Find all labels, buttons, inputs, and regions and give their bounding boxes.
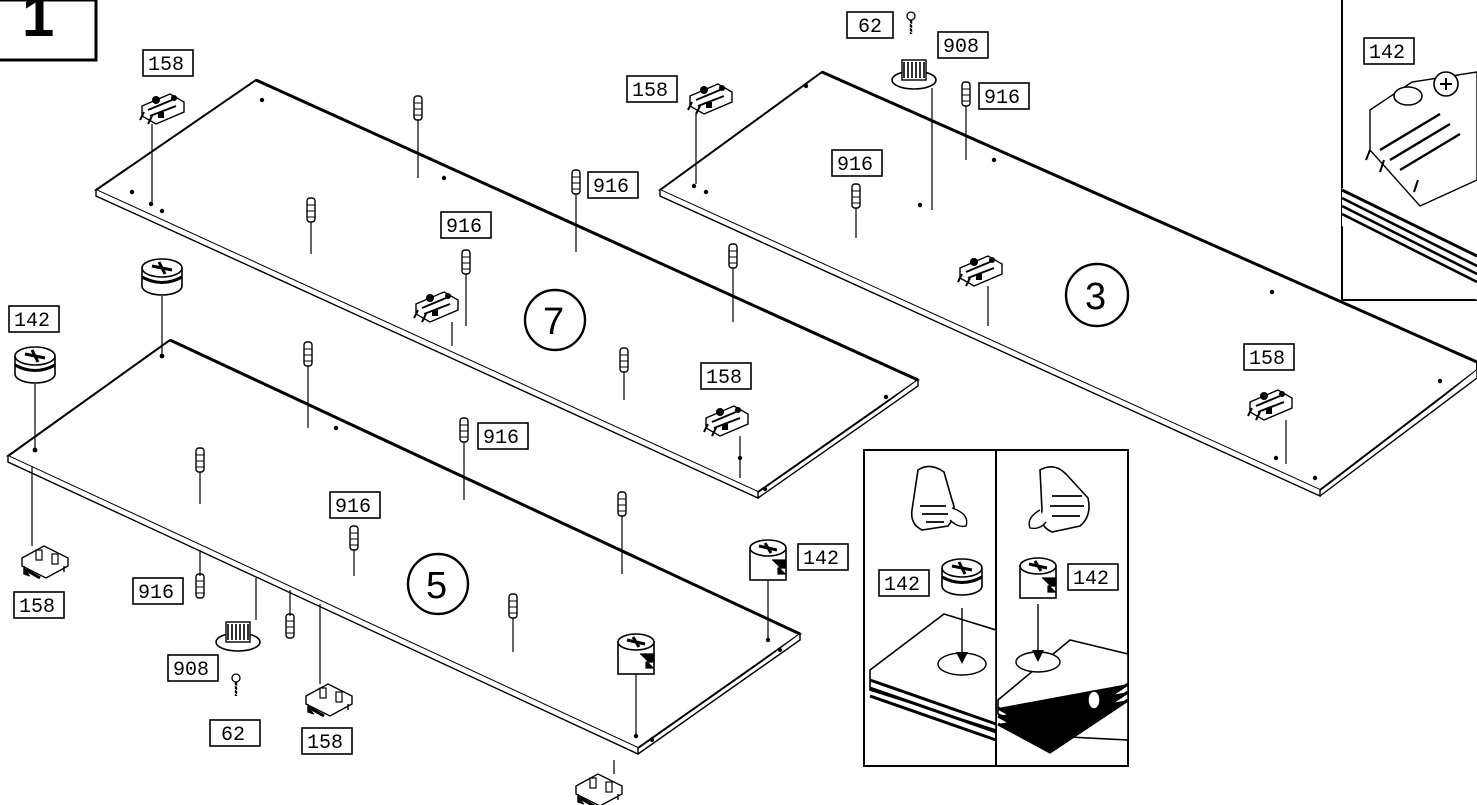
step-number: 1 <box>22 0 54 49</box>
svg-text:158: 158 <box>307 732 343 755</box>
dowel-icon <box>728 243 738 269</box>
part-label-916: 916 <box>440 211 492 239</box>
svg-text:158: 158 <box>148 54 184 77</box>
dowel-icon <box>195 447 205 473</box>
cam-lock-icon <box>1018 556 1058 600</box>
svg-text:158: 158 <box>1249 348 1285 371</box>
dowel-icon <box>619 347 629 373</box>
instruction-left-label: 142 <box>884 574 920 597</box>
part-label-158: 158 <box>700 362 752 390</box>
part-label-916: 916 <box>477 422 529 450</box>
part-label-916: 916 <box>831 149 883 177</box>
detail-inset-label: 142 <box>1369 42 1405 65</box>
part-label-916: 916 <box>132 577 184 605</box>
svg-text:908: 908 <box>943 36 979 59</box>
svg-text:62: 62 <box>858 16 882 39</box>
instruction-step-insert: 142 <box>869 465 997 742</box>
dowel-icon <box>306 197 316 223</box>
dowel-icon <box>349 525 359 551</box>
foot-glide-icon <box>891 59 937 90</box>
dowel-icon <box>195 573 205 599</box>
part-label-908: 908 <box>167 654 219 682</box>
panel-label-3: 3 <box>1085 276 1106 318</box>
dowel-icon <box>303 341 313 367</box>
cam-lock-icon <box>940 557 984 597</box>
hinge-plate-icon <box>139 93 185 125</box>
svg-text:916: 916 <box>446 216 482 239</box>
hinge-plate-icon <box>20 544 70 580</box>
hinge-plate-icon <box>574 772 624 805</box>
cam-lock-icon <box>616 632 656 676</box>
dowel-icon <box>413 95 423 121</box>
svg-text:916: 916 <box>593 176 629 199</box>
dowel-icon <box>459 417 469 443</box>
part-label-158: 158 <box>13 591 65 619</box>
part-label-62: 62 <box>209 719 261 747</box>
dowel-icon <box>571 169 581 195</box>
dowel-icon <box>285 613 295 639</box>
dowel-icon <box>961 81 971 107</box>
dowel-icon <box>461 249 471 275</box>
part-label-158: 158 <box>301 727 353 755</box>
screw-icon <box>230 672 242 698</box>
cam-lock-icon <box>13 345 57 385</box>
panel-label-5: 5 <box>426 565 447 607</box>
svg-text:158: 158 <box>632 80 668 103</box>
hand-press-icon <box>910 465 968 531</box>
part-label-142: 142 <box>797 543 849 571</box>
svg-text:142: 142 <box>14 310 50 333</box>
foot-glide-icon <box>215 621 261 652</box>
part-label-142: 142 <box>8 305 60 333</box>
part-label-916: 916 <box>587 171 639 199</box>
part-label-158: 158 <box>1243 343 1295 371</box>
panel-5 <box>6 338 802 756</box>
svg-text:908: 908 <box>173 659 209 682</box>
hand-press-icon <box>1028 466 1090 533</box>
part-label-62: 62 <box>846 11 894 39</box>
svg-text:916: 916 <box>483 427 519 450</box>
svg-text:916: 916 <box>984 87 1020 110</box>
svg-text:916: 916 <box>837 154 873 177</box>
part-label-916: 916 <box>978 82 1030 110</box>
panel-label-7: 7 <box>543 301 564 343</box>
instruction-inset: 142 142 <box>863 449 1129 767</box>
svg-text:158: 158 <box>19 596 55 619</box>
hinge-plate-icon <box>687 83 733 115</box>
svg-text:916: 916 <box>335 496 371 519</box>
part-label-908: 908 <box>937 31 989 59</box>
cam-lock-icon <box>140 257 184 297</box>
svg-text:158: 158 <box>706 367 742 390</box>
svg-text:62: 62 <box>221 724 245 747</box>
hinge-plate-icon <box>304 682 354 718</box>
detail-inset: 142 <box>1341 0 1477 301</box>
svg-text:142: 142 <box>803 548 839 571</box>
cam-lock-icon <box>748 538 788 582</box>
screw-icon <box>905 10 917 36</box>
part-label-158: 158 <box>626 75 678 103</box>
dowel-icon <box>508 593 518 619</box>
instruction-right-label: 142 <box>1073 568 1109 591</box>
part-label-158: 158 <box>142 49 194 77</box>
svg-text:916: 916 <box>138 582 174 605</box>
part-label-916: 916 <box>329 491 381 519</box>
instruction-step-rotate: 142 <box>997 466 1129 754</box>
dowel-icon <box>617 491 627 517</box>
step-indicator: 1 <box>0 0 98 62</box>
dowel-icon <box>851 183 861 209</box>
